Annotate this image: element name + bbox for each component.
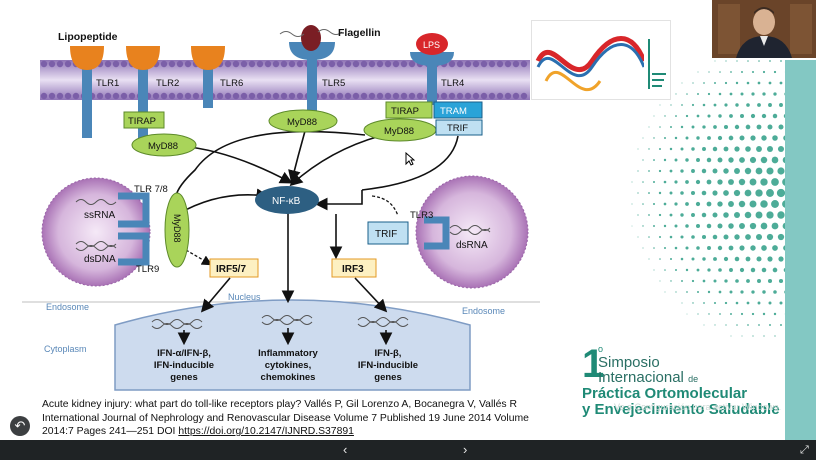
trif-endosome-box (367, 221, 409, 245)
myd88-left-label: MyD88 (148, 141, 178, 152)
cytoplasm-label: Cytoplasm (44, 344, 87, 354)
myd88-vertical-label: MyD88 (172, 214, 182, 243)
tirap-left-label: TIRAP (128, 116, 156, 127)
tlr2-receptor (126, 46, 160, 138)
decorative-dot-pattern (631, 60, 790, 337)
tram-box (433, 101, 483, 119)
teal-side-bar (785, 60, 816, 440)
doi-link[interactable]: https://doi.org/10.2147/IJNRD.S37891 (178, 426, 354, 437)
lipopeptide-label: Lipopeptide (58, 31, 118, 43)
dsrna-label: dsRNA (456, 240, 488, 251)
citation-line-3: 2014:7 Pages 241—251 DOI https://doi.org… (42, 425, 582, 439)
ssrna-label: ssRNA (84, 210, 115, 221)
dashed-connections (185, 195, 399, 266)
fullscreen-button[interactable]: ⤢ (800, 440, 809, 460)
dsdna-label: dsDNA (84, 254, 116, 265)
nucleus-label: Nucleus (228, 292, 261, 302)
tirap-right-label: TIRAP (391, 106, 419, 117)
tlr1-receptor (70, 46, 104, 138)
speaker-video (712, 0, 816, 58)
tlr78-receptor (118, 192, 150, 228)
lps-label: LPS (423, 40, 440, 50)
flagellin-label: Flagellin (338, 27, 381, 39)
myd88-left-oval (131, 133, 197, 157)
myd88-center-label: MyD88 (287, 117, 317, 128)
ifn-right-line2: IFN-inducible (358, 360, 418, 371)
tlr6-receptor (191, 46, 225, 108)
nfkb-node (255, 186, 319, 214)
ifn-right-line1: IFN-β, (375, 348, 402, 359)
previous-slide-button[interactable]: ‹ (343, 442, 348, 457)
myd88-vertical-oval (164, 192, 190, 268)
tlr3-label: TLR3 (410, 210, 433, 221)
brand-line-1: Simposio (598, 354, 660, 371)
presentation-slide: Lipopeptide Flagellin LPS TLR1 TLR2 TLR6… (22, 0, 816, 440)
ifn-left-line1: IFN-α/IFN-β, (157, 348, 211, 359)
myd88-right-label: MyD88 (384, 126, 414, 137)
irf57-box (209, 258, 259, 278)
brand-line-4: y Envejecimiento Saludable (582, 401, 780, 418)
tlr5-label: TLR5 (322, 78, 345, 89)
endosome-left-label: Endosome (46, 302, 89, 312)
tlr5-receptor (279, 25, 343, 115)
tirap-right-box (385, 101, 433, 119)
endosome-right-label: Endosome (462, 306, 505, 316)
tirap-left-box (123, 111, 165, 129)
inflammatory-line1: Inflammatory (258, 348, 318, 359)
trif-right-label: TRIF (447, 123, 468, 134)
brand-ordinal: o (598, 344, 604, 354)
back-button[interactable]: ↶ (10, 416, 30, 436)
inflammatory-line3: chemokines (261, 372, 316, 383)
trif-endosome-label: TRIF (375, 229, 397, 240)
tlr9-receptor (118, 232, 150, 266)
ifn-right-line3: genes (374, 372, 401, 383)
tlr4-receptor (410, 33, 454, 105)
tlr2-label: TLR2 (156, 78, 179, 89)
nfkb-label: NF-κB (272, 196, 301, 207)
tlr3-receptor (424, 216, 450, 250)
presentation-controls: ‹ › ⤢ (0, 440, 816, 460)
tlr1-label: TLR1 (96, 78, 119, 89)
irf3-label: IRF3 (342, 264, 364, 275)
citation-line-1: Acute kidney injury: what part do toll-l… (42, 399, 517, 410)
brand-line-2-small: de (688, 374, 699, 384)
citation-pages: 2014:7 Pages 241—251 DOI (42, 426, 179, 437)
arrow-left-icon: ↶ (14, 418, 26, 433)
next-slide-button[interactable]: › (463, 442, 468, 457)
tlr9-label: TLR9 (136, 264, 159, 275)
brand-line-2-main: Internacional (598, 369, 684, 386)
figure-citation: Acute kidney injury: what part do toll-l… (42, 398, 582, 439)
brand-line-2: Internacional de (598, 369, 698, 386)
ifn-left-line2: IFN-inducible (154, 360, 214, 371)
tlr78-label: TLR 7/8 (134, 184, 168, 195)
tlr-pathway-figure: Lipopeptide Flagellin LPS TLR1 TLR2 TLR6… (22, 25, 540, 391)
endosome-right-shape (415, 175, 529, 289)
tlr6-label: TLR6 (220, 78, 243, 89)
tlr4-label: TLR4 (441, 78, 464, 89)
inflammatory-line2: cytokines, (265, 360, 311, 371)
myd88-center-oval (268, 109, 338, 133)
dna-logo-thumbnail (531, 20, 671, 100)
tram-label: TRAM (440, 106, 467, 117)
nucleic-acid-squiggles (75, 199, 491, 329)
trif-right-box (435, 119, 483, 136)
citation-line-2: International Journal of Nephrology and … (42, 412, 529, 424)
windows-activation-watermark: Ve a Configuración para activar Windows. (614, 402, 782, 412)
ifn-left-line3: genes (170, 372, 197, 383)
brand-number: 1 (582, 342, 605, 386)
expand-icon: ⤢ (800, 444, 809, 456)
mouse-cursor-icon (405, 152, 415, 166)
irf57-label: IRF5/7 (216, 264, 246, 275)
brand-line-3: Práctica Ortomolecular (582, 385, 748, 402)
irf3-box (331, 258, 377, 278)
